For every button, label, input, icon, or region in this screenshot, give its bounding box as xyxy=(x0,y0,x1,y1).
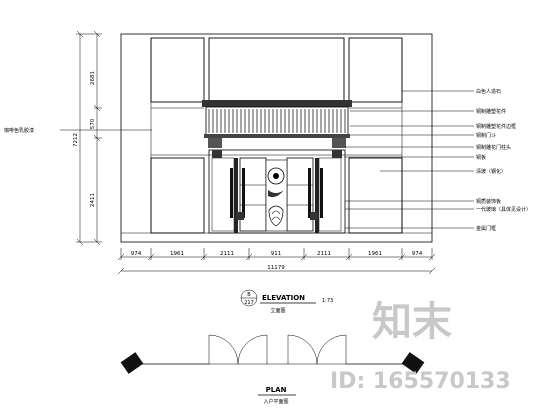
left-label-group: 咖啡色乳胶漆 xyxy=(4,127,152,134)
plan-subtitle: 入户平面图 xyxy=(263,398,288,405)
label-door-bucket: 铜制门斗 xyxy=(476,132,496,139)
elevation-title: ELEVATION xyxy=(262,294,305,302)
watermark-id: ID: 165570133 xyxy=(330,369,511,394)
width-dim-6: 1961 xyxy=(368,251,382,257)
label-carving-frame: 铜制雕塑花件边框 xyxy=(476,123,516,130)
width-dim-4: 911 xyxy=(271,251,282,257)
overall-height-dim: 7212 xyxy=(73,133,79,147)
dim-tick xyxy=(428,267,436,275)
dim-tick xyxy=(345,253,353,261)
dim-tick xyxy=(300,253,308,261)
elevation-scale: 1:73 xyxy=(322,298,333,304)
dim-tick xyxy=(428,253,436,261)
height-dim-2: 570 xyxy=(90,118,96,129)
label-column-head: 铜制雕花门柱头 xyxy=(476,144,511,151)
dim-tick xyxy=(147,253,155,261)
width-dimensions: 974 1961 2111 911 2111 1961 974 11179 xyxy=(117,248,436,275)
watermark-logo: 知末 xyxy=(372,299,452,345)
elevation-title-block: B 217 ELEVATION 1:73 立面图 xyxy=(240,289,333,314)
height-dim-3: 2411 xyxy=(90,193,96,207)
elevation-subtitle: 立面图 xyxy=(270,307,285,314)
entrance-door xyxy=(208,149,346,234)
dim-tick xyxy=(200,253,208,261)
width-dim-1: 974 xyxy=(131,251,142,257)
plan-view: PLAN 入户平面图 xyxy=(120,334,425,405)
dim-tick xyxy=(117,253,125,261)
right-labels: 白色人造石 铜制雕塑花件 铜制雕塑花件边框 铜制门斗 铜制雕花门柱头 铜板 清玻… xyxy=(345,88,531,232)
height-dim-1: 2681 xyxy=(90,71,96,85)
label-tempered-glass: 清玻（钢化） xyxy=(476,168,506,175)
label-copper-carving: 铜制雕塑花件 xyxy=(476,108,506,115)
label-metal-frame: 金属门框 xyxy=(476,225,496,232)
height-dimensions: 2681 570 2411 7212 xyxy=(73,30,102,246)
width-dim-5: 2111 xyxy=(317,251,331,257)
width-dim-3: 2111 xyxy=(220,251,234,257)
width-dim-7: 974 xyxy=(412,251,423,257)
label-glass-detail: 一代玻璃（具体见设计） xyxy=(476,206,531,213)
dim-tick xyxy=(117,267,125,275)
width-dim-2: 1961 xyxy=(170,251,184,257)
dim-tick xyxy=(245,253,253,261)
elevation-tag-top: B xyxy=(247,292,251,298)
watermark: 知末 ID: 165570133 xyxy=(330,299,511,394)
overall-width-dim: 11179 xyxy=(267,265,285,271)
label-copper-plate: 铜板 xyxy=(476,154,486,161)
label-decor-panel: 铜质装饰板 xyxy=(476,198,501,205)
plan-title: PLAN xyxy=(266,386,287,394)
label-artificial-stone: 白色人造石 xyxy=(476,88,501,95)
door-canopy xyxy=(202,100,352,148)
dim-tick xyxy=(398,253,406,261)
elevation-tag-bottom: 217 xyxy=(244,300,254,306)
left-material-label: 咖啡色乳胶漆 xyxy=(4,127,34,134)
